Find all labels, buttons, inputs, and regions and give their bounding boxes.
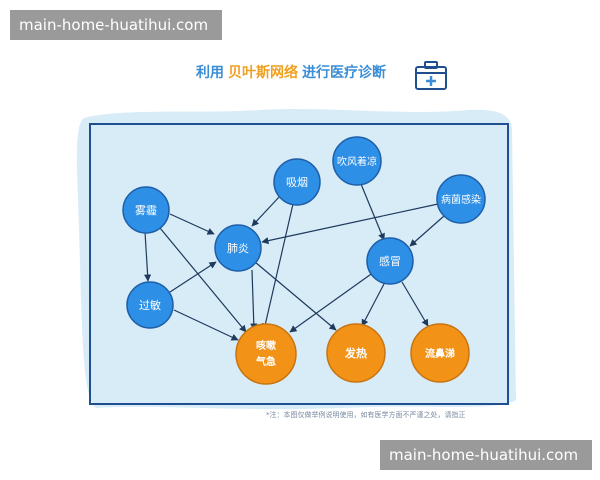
edge-ganmao-liubiti — [401, 281, 429, 327]
page-title: 利用贝叶斯网络进行医疗诊断 — [196, 62, 386, 82]
watermark-bottom: main-home-huatihui.com — [380, 440, 592, 470]
edges — [144, 183, 445, 341]
node-guomin: 过敏 — [126, 281, 174, 329]
node-xiyan: 吸烟 — [273, 158, 321, 206]
node-guomin-label: 过敏 — [139, 298, 161, 312]
edge-feiyan-kesou — [250, 269, 258, 331]
edge-bingjun-feiyan — [261, 203, 439, 245]
edge-guomin-kesou — [173, 309, 239, 341]
node-feiyan-label: 肺炎 — [227, 242, 249, 255]
node-ganmao-label: 感冒 — [379, 255, 401, 268]
edge-xiyan-kesou — [261, 203, 294, 331]
node-chuifeng-label: 吹风着凉 — [337, 155, 377, 168]
node-liubiti: 流鼻涕 — [410, 323, 470, 383]
background-wash — [76, 109, 516, 410]
edge-feiyan-fare — [254, 261, 337, 331]
node-liubiti-label: 流鼻涕 — [425, 347, 455, 360]
node-wumai-label: 雾霾 — [135, 204, 157, 217]
node-ganmao: 感冒 — [366, 237, 414, 285]
node-kesou-label-2: 气急 — [255, 355, 276, 368]
node-wumai: 雾霾 — [122, 186, 170, 234]
edge-xiyan-feiyan — [251, 195, 281, 227]
edge-guomin-feiyan — [169, 261, 217, 293]
edge-chuifeng-ganmao — [360, 183, 385, 241]
node-fare: 发热 — [326, 323, 386, 383]
title-part-3: 进行医疗诊断 — [302, 65, 386, 81]
node-fare-label: 发热 — [344, 346, 367, 360]
title-part-2: 贝叶斯网络 — [228, 65, 298, 81]
edge-wumai-kesou — [159, 227, 247, 333]
footnote: *注：本图仅做举例说明使用，如有医学方面不严谨之处，请指正 — [266, 411, 466, 419]
edge-wumai-guomin — [144, 231, 152, 282]
medical-kit-icon — [415, 61, 447, 90]
node-kesou-qiji: 咳嗽 气急 — [235, 323, 297, 385]
title-part-1: 利用 — [196, 65, 224, 81]
node-bingjun-label: 病菌感染 — [441, 193, 481, 206]
edge-ganmao-kesou — [289, 271, 375, 333]
node-feiyan: 肺炎 — [214, 224, 262, 272]
node-xiyan-label: 吸烟 — [286, 175, 308, 189]
diagram-frame — [89, 123, 509, 405]
edge-wumai-feiyan — [169, 213, 215, 235]
edge-bingjun-ganmao — [409, 215, 445, 247]
node-chuifeng: 吹风着凉 — [332, 136, 382, 186]
watermark-top: main-home-huatihui.com — [10, 10, 222, 40]
edge-ganmao-fare — [361, 281, 386, 327]
node-kesou-label-1: 咳嗽 — [256, 339, 276, 352]
node-bingjun: 病菌感染 — [436, 174, 486, 224]
